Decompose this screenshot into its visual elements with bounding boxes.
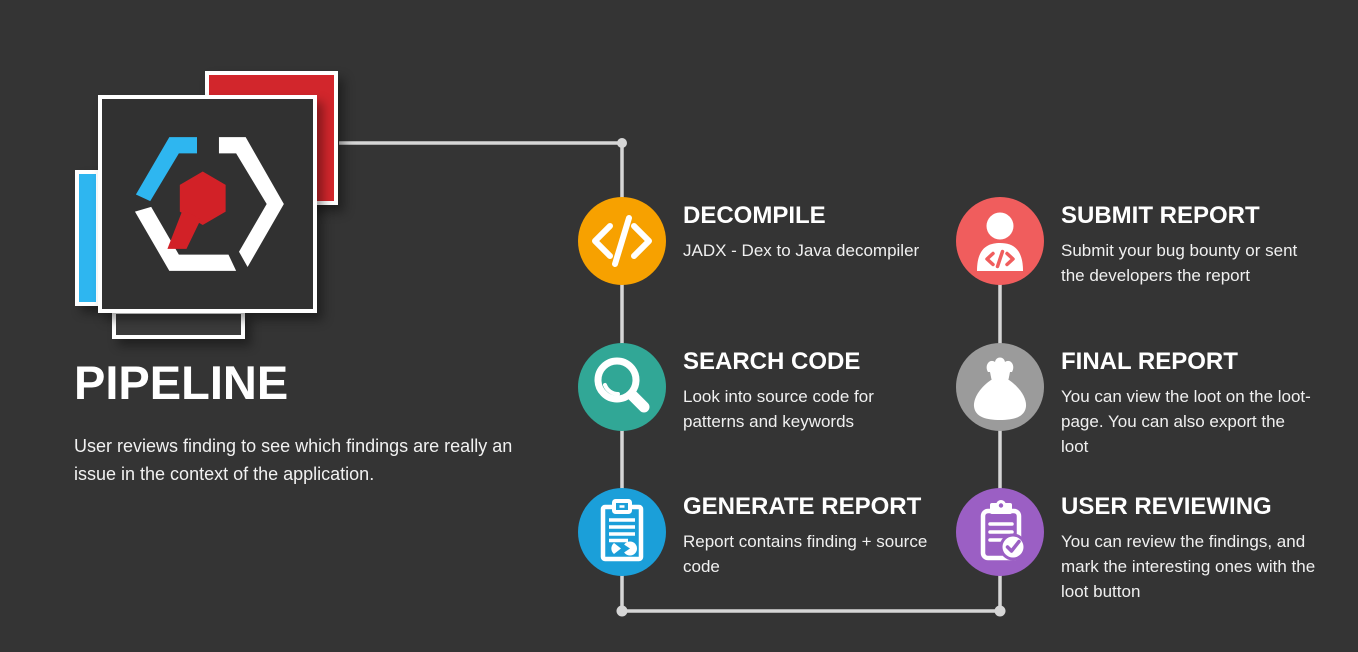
clipboard-check-icon <box>980 500 1027 561</box>
logo-hex-bottom-segment <box>134 206 237 271</box>
logo-bottom-tab <box>112 310 245 339</box>
step-title: GENERATE REPORT <box>683 493 922 520</box>
person-code-icon <box>977 212 1023 271</box>
step-title: SUBMIT REPORT <box>1061 202 1260 229</box>
intro-section: PIPELINE User reviews finding to see whi… <box>74 356 574 488</box>
step-description: JADX - Dex to Java decompiler <box>683 240 920 260</box>
step-decompile: DECOMPILE JADX - Dex to Java decompiler <box>578 197 933 285</box>
search-code-circle <box>578 343 666 431</box>
user-reviewing-circle <box>956 488 1044 576</box>
step-description: Look into source code for patterns and k… <box>683 386 874 431</box>
final-report-circle <box>956 343 1044 431</box>
step-title: USER REVIEWING <box>1061 493 1272 520</box>
step-description: You can review the findings, and mark th… <box>1061 531 1316 601</box>
moneybag-icon <box>973 357 1027 420</box>
logo-red-hexagon <box>179 171 226 225</box>
logo-main-square <box>98 95 317 313</box>
step-description: You can view the loot on the loot-page. … <box>1061 386 1311 456</box>
submit-report-circle <box>956 197 1044 285</box>
logo-red-tail <box>167 209 201 249</box>
code-icon <box>592 215 652 267</box>
page-subtitle: User reviews finding to see which findin… <box>74 436 513 485</box>
logo-hex-cyan-segment <box>135 137 197 202</box>
step-description: Report contains finding + source code <box>683 531 928 576</box>
connector-dot <box>994 605 1006 617</box>
search-icon <box>594 357 650 413</box>
decompile-circle <box>578 197 666 285</box>
step-final-report: FINAL REPORT You can view the loot on th… <box>956 343 1317 459</box>
connector-dot <box>616 605 628 617</box>
hexagon-code-logo-icon <box>134 137 284 271</box>
step-title: DECOMPILE <box>683 202 826 229</box>
step-submit-report: SUBMIT REPORT Submit your bug bounty or … <box>956 197 1317 288</box>
page-title: PIPELINE <box>74 356 289 409</box>
logo-blue-bar <box>75 170 100 306</box>
connector-dot <box>617 138 627 148</box>
generate-report-circle <box>578 488 666 576</box>
step-search-code: SEARCH CODE Look into source code for pa… <box>578 343 933 434</box>
step-description: Submit your bug bounty or sent the devel… <box>1061 240 1298 285</box>
step-title: FINAL REPORT <box>1061 348 1238 375</box>
step-user-reviewing: USER REVIEWING You can review the findin… <box>956 488 1317 604</box>
step-title: SEARCH CODE <box>683 348 861 375</box>
step-generate-report: GENERATE REPORT Report contains finding … <box>578 488 933 579</box>
report-icon <box>600 499 644 562</box>
logo-hex-right-segment <box>218 137 284 267</box>
